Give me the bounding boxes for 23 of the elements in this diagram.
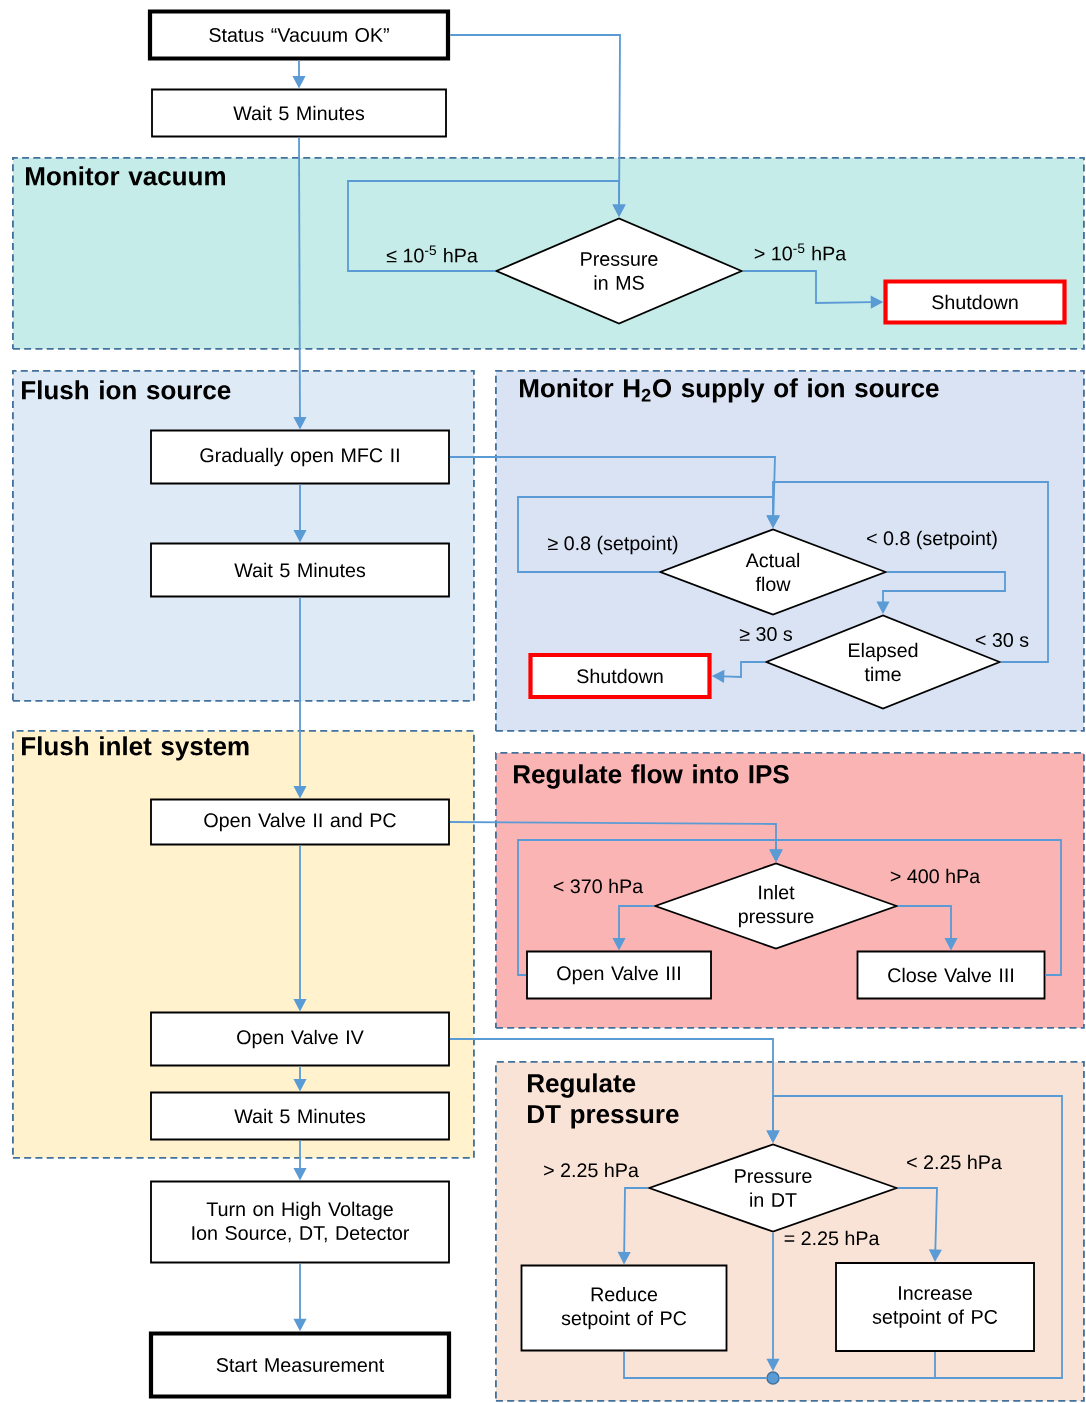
junction-dot bbox=[766, 1371, 780, 1385]
process-box: Open Valve II and PC bbox=[150, 798, 450, 846]
process-box: Turn on High Voltage Ion Source, DT, Detector bbox=[150, 1180, 450, 1264]
process-box: Wait 5 Minutes bbox=[150, 542, 450, 598]
shutdown-box: Shutdown bbox=[883, 279, 1067, 325]
process-box: Close Valve III bbox=[856, 950, 1046, 1000]
process-box: Wait 5 Minutes bbox=[150, 1091, 450, 1141]
edge-label: > 10$^{-5}$ hPa bbox=[752, 242, 848, 262]
process-box: Open Valve III bbox=[526, 950, 712, 1000]
edge-label: < 2.25 hPa bbox=[904, 1153, 1004, 1171]
arrow bbox=[347, 180, 626, 272]
connector-line bbox=[623, 1350, 768, 1379]
edge-label: < 370 hPa bbox=[551, 877, 645, 895]
edge-label: > 2.25 hPa bbox=[541, 1161, 641, 1179]
terminal-box: Start Measurement bbox=[148, 1331, 452, 1399]
process-box: Wait 5 Minutes bbox=[151, 88, 447, 138]
process-box: Open Valve IV bbox=[150, 1011, 450, 1067]
terminal-box: Status “Vacuum OK” bbox=[147, 9, 451, 61]
process-box: Gradually open MFC II bbox=[150, 429, 450, 485]
process-box: Reduce setpoint of PC bbox=[520, 1264, 728, 1352]
shutdown-box: Shutdown bbox=[528, 652, 712, 700]
edge-label: ≤ 10$^{-5}$ hPa bbox=[384, 244, 480, 264]
process-box: Increase setpoint of PC bbox=[835, 1262, 1035, 1352]
